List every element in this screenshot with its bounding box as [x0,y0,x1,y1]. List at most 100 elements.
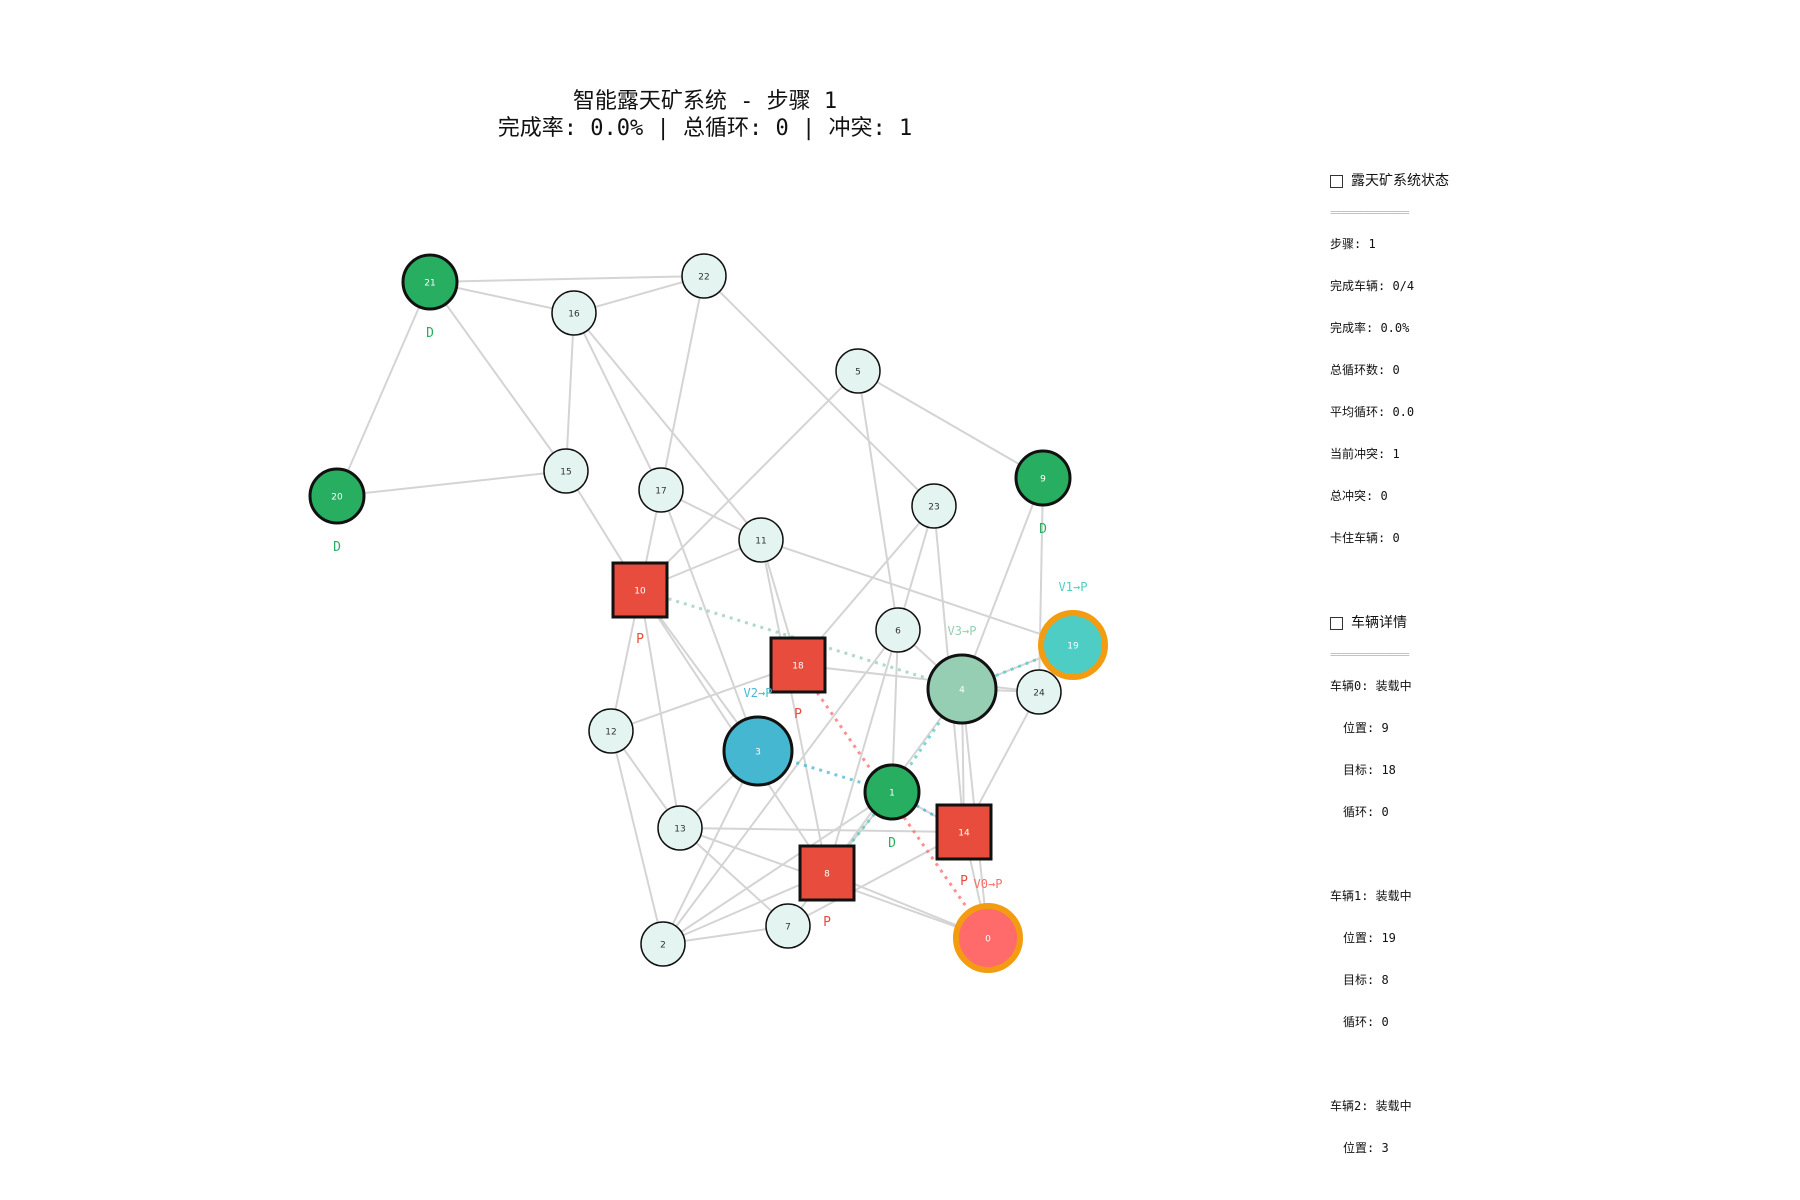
node-6[interactable]: 6 [875,607,921,653]
node-label: 12 [605,728,616,738]
node-17[interactable]: 17 [638,467,684,513]
node-2[interactable]: 2 [640,921,686,967]
edge-10-13 [639,589,681,829]
node-8[interactable]: 8P [798,844,856,930]
node-20[interactable]: 20D [308,467,366,555]
plain-node-shape [911,483,957,529]
node-16[interactable]: 16 [551,290,597,336]
edge-6-2 [662,629,899,945]
node-19[interactable]: 19 [1038,610,1108,680]
vehicle-position: 位置: 3 [1343,1141,1389,1155]
node-5[interactable]: 5 [835,348,881,394]
vehicle-target: 目标: 18 [1343,763,1396,777]
node-14[interactable]: 14P [935,803,993,889]
node-tag: P [823,915,831,930]
vehicle-target: 目标: 8 [1343,973,1389,987]
edge-9-24 [1038,477,1044,693]
node-label: 0 [985,935,991,945]
node-label: 10 [634,587,646,597]
edge-16-11 [573,312,762,541]
node-7[interactable]: 7 [765,903,811,949]
status-line: 步骤: 1 [1330,237,1376,251]
node-21[interactable]: 21D [401,253,459,341]
vehicle-node-shape [953,903,1023,973]
node-label: 23 [928,503,939,513]
node-24[interactable]: 24 [1016,669,1062,715]
vehicle-status: 车辆2: 装载中 [1330,1099,1412,1113]
plain-node-shape [738,517,784,563]
node-label: 19 [1067,642,1079,652]
status-line: 总循环数: 0 [1330,363,1400,377]
node-label: 9 [1040,475,1046,485]
node-10[interactable]: 10P [611,561,669,647]
vehicle-details-header: 车辆详情 [1330,612,1770,634]
edge-16-15 [565,312,575,472]
edge-7-14 [787,831,965,927]
node-label: 8 [824,870,830,880]
plain-node-shape [543,448,589,494]
edge-22-17 [660,275,705,491]
node-11[interactable]: 11 [738,517,784,563]
status-line: 完成车辆: 0/4 [1330,279,1415,293]
node-22[interactable]: 22 [681,253,727,299]
node-3[interactable]: 3 [722,715,794,787]
node-4[interactable]: 4 [926,653,998,725]
node-tag: D [426,326,434,341]
status-line: 卡住车辆: 0 [1330,531,1400,545]
node-1[interactable]: 1D [863,763,921,851]
status-line: 总冲突: 0 [1330,489,1388,503]
node-tag: P [636,632,644,647]
checkbox-icon [1330,174,1343,188]
vehicle-cycles: 循环: 0 [1343,1015,1389,1029]
node-9[interactable]: 9D [1014,449,1072,537]
node-label: 5 [855,368,861,378]
system-status-header: 露天矿系统状态 [1330,170,1770,192]
vehicle-details-separator: ============== [1330,648,1410,661]
node-15[interactable]: 15 [543,448,589,494]
plain-node-shape [551,290,597,336]
node-label: 15 [560,468,571,478]
node-label: 11 [755,537,766,547]
node-label: 16 [568,310,580,320]
edge-3-2 [662,750,759,945]
vehicle-node-shape [722,715,794,787]
node-tag: D [1039,522,1047,537]
route-label-vehicle-0: V0→P [974,877,1003,891]
edge-13-14 [679,827,965,833]
status-line: 当前冲突: 1 [1330,447,1400,461]
vehicle-node-shape [926,653,998,725]
edge-13-7 [679,827,789,927]
plain-node-shape [835,348,881,394]
edge-20-15 [336,470,567,497]
status-line: 完成率: 0.0% [1330,321,1410,335]
edge-18-12 [610,664,799,732]
loader-node-shape [935,803,993,861]
edge-22-23 [703,275,935,507]
plain-node-shape [875,607,921,653]
edge-17-3 [660,489,759,752]
node-label: 22 [698,273,709,283]
loader-node-shape [798,844,856,902]
edge-21-20 [336,281,431,497]
route-labels: V0→PV1→PV2→PV3→P [744,580,1088,891]
node-label: 1 [889,789,895,799]
node-12[interactable]: 12 [588,708,634,754]
node-label: 13 [674,825,685,835]
edge-16-17 [573,312,662,491]
dump-node-shape [863,763,921,821]
route-label-vehicle-3: V3→P [948,624,977,638]
loader-node-shape [611,561,669,619]
node-0[interactable]: 0 [953,903,1023,973]
vehicle-node-shape [1038,610,1108,680]
plain-node-shape [588,708,634,754]
graph-edges [336,275,1074,945]
node-23[interactable]: 23 [911,483,957,529]
plain-node-shape [638,467,684,513]
node-label: 7 [785,923,791,933]
plain-node-shape [681,253,727,299]
node-label: 20 [331,493,343,503]
node-13[interactable]: 13 [657,805,703,851]
edge-21-22 [429,275,705,283]
node-18[interactable]: 18P [769,636,827,722]
